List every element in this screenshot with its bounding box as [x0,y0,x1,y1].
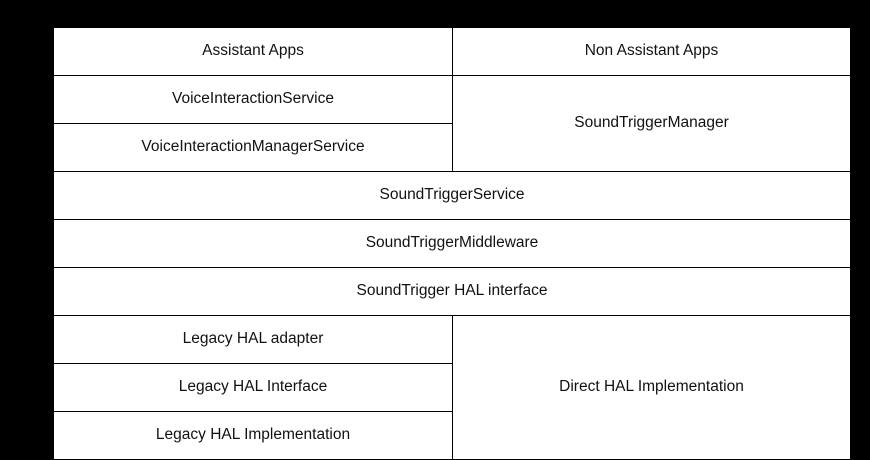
cell-sound-trigger-service: SoundTriggerService [53,171,851,220]
cell-legacy-hal-interface: Legacy HAL Interface [53,363,453,412]
table-row-legacy-hal-interface: Legacy HAL Interface [53,363,851,412]
table-row-legacy-hal-adapter: Legacy HAL adapter Direct HAL Implementa… [53,315,851,460]
table-row-header: Assistant Apps Non Assistant Apps [53,27,851,76]
table-row-voice-interaction-service: VoiceInteractionService SoundTriggerMana… [53,75,851,172]
table-row-sound-trigger-hal-interface: SoundTrigger HAL interface [53,267,851,316]
cell-voice-interaction-service: VoiceInteractionService [53,75,453,124]
cell-sound-trigger-middleware: SoundTriggerMiddleware [53,219,851,268]
cell-voice-interaction-manager-service: VoiceInteractionManagerService [53,123,453,172]
cell-sound-trigger-manager: SoundTriggerManager [452,75,851,172]
cell-legacy-hal-adapter: Legacy HAL adapter [53,315,453,364]
table-row-sound-trigger-middleware: SoundTriggerMiddleware [53,219,851,268]
cell-sound-trigger-hal-interface: SoundTrigger HAL interface [53,267,851,316]
cell-legacy-hal-implementation: Legacy HAL Implementation [53,411,453,460]
cell-non-assistant-apps: Non Assistant Apps [452,27,851,76]
cell-assistant-apps: Assistant Apps [53,27,453,76]
table-row-voice-interaction-manager-service: VoiceInteractionManagerService [53,123,851,172]
architecture-layer-table: Assistant Apps Non Assistant Apps VoiceI… [53,27,851,460]
diagram-canvas: Assistant Apps Non Assistant Apps VoiceI… [53,27,851,460]
table-row-sound-trigger-service: SoundTriggerService [53,171,851,220]
cell-direct-hal-implementation: Direct HAL Implementation [452,315,851,460]
